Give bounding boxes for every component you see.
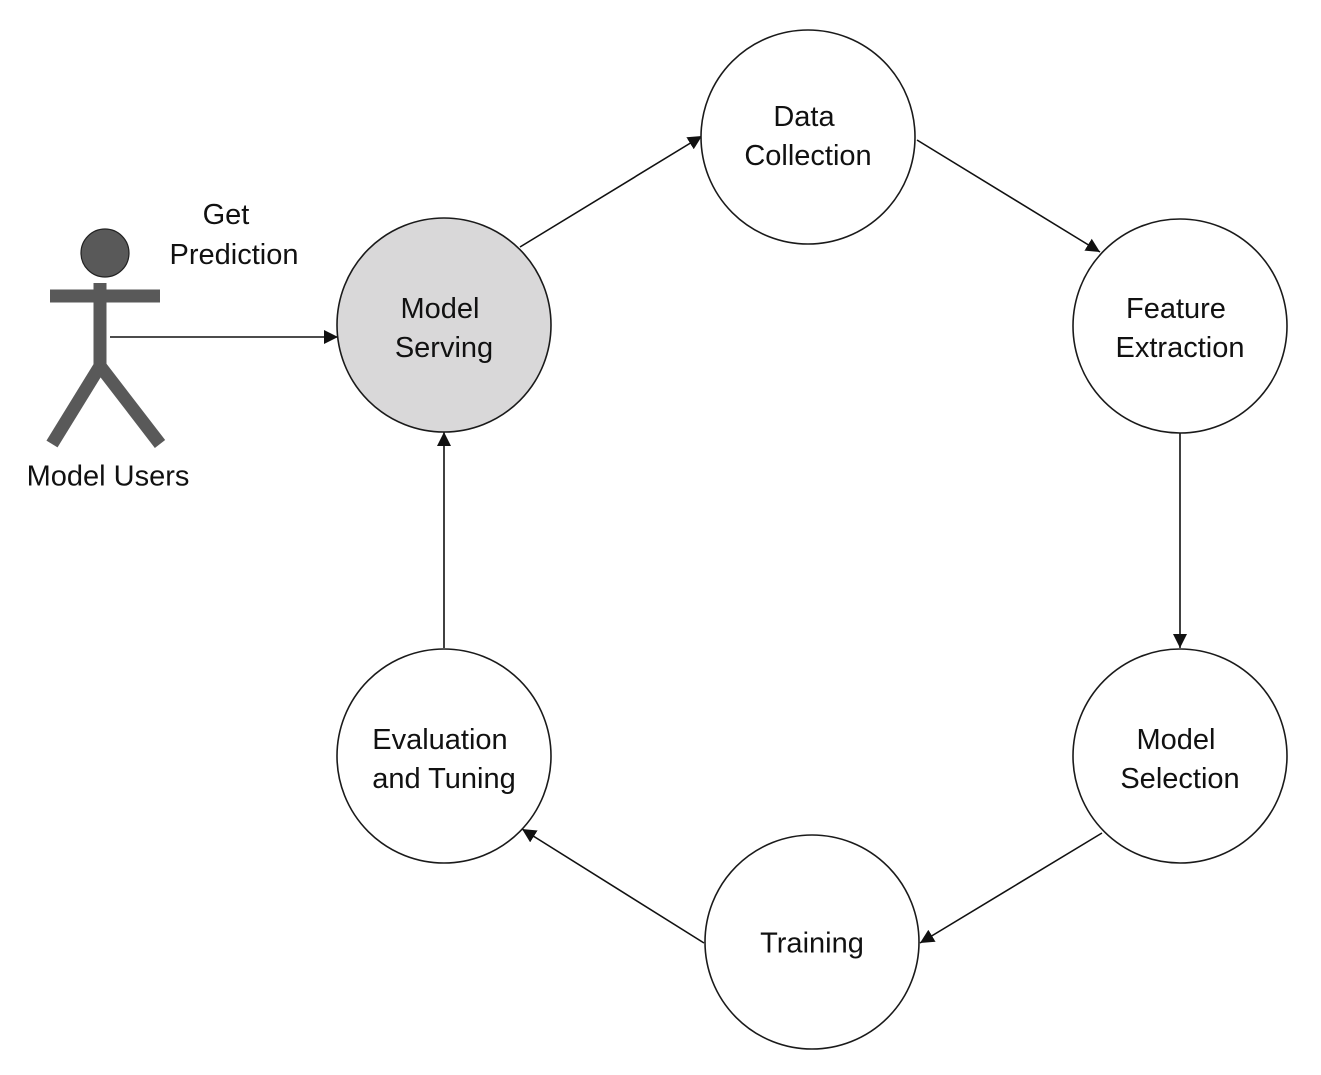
get-prediction-label: Get Prediction xyxy=(170,199,299,271)
node-feature-extraction: Feature Extraction xyxy=(1072,218,1288,434)
node-model-serving-label: Model Serving xyxy=(395,293,493,364)
node-training-circle xyxy=(704,834,920,1050)
stick-figure-icon xyxy=(46,228,166,448)
edge-serving-to-data-collection xyxy=(519,135,703,248)
node-evaluation-tuning-label: Evaluation and Tuning xyxy=(372,724,516,795)
edge-model-selection-to-training xyxy=(919,832,1103,944)
node-model-selection-label: Model Selection xyxy=(1120,724,1239,795)
node-model-selection-circle xyxy=(1072,648,1288,864)
node-model-serving: Model Serving xyxy=(336,217,552,433)
edge-data-collection-to-feature-extraction xyxy=(916,139,1101,253)
actor-left-leg xyxy=(46,362,106,448)
node-evaluation-tuning: Evaluation and Tuning xyxy=(336,648,552,864)
node-training-label: Training xyxy=(760,928,864,960)
node-model-selection: Model Selection xyxy=(1072,648,1288,864)
node-data-collection-circle xyxy=(700,29,916,245)
actor-label: Model Users xyxy=(27,461,190,493)
node-feature-extraction-label: Feature Extraction xyxy=(1116,293,1245,364)
node-model-serving-circle xyxy=(336,217,552,433)
node-training: Training xyxy=(704,834,920,1050)
node-data-collection-label: Data Collection xyxy=(744,101,871,172)
edge-training-to-evaluation xyxy=(521,828,705,944)
node-evaluation-tuning-circle xyxy=(336,648,552,864)
node-feature-extraction-circle xyxy=(1072,218,1288,434)
node-data-collection: Data Collection xyxy=(700,29,916,245)
actor-right-leg xyxy=(94,362,166,448)
actor-head xyxy=(80,228,130,278)
